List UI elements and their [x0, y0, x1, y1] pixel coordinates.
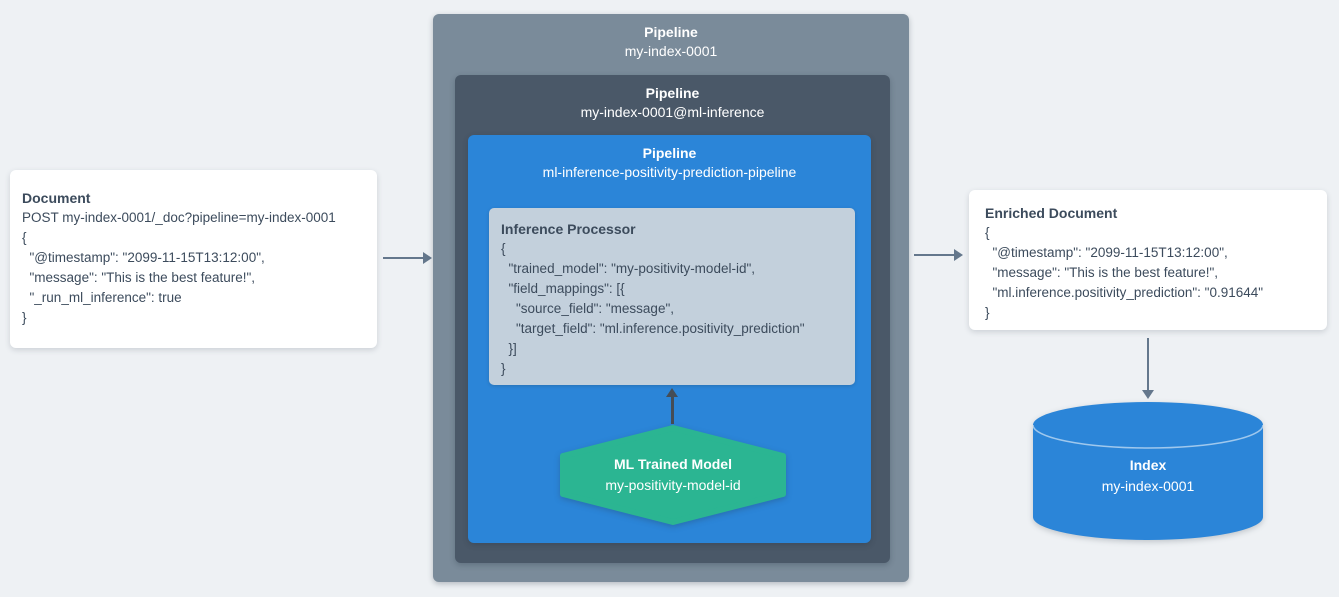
enriched-document-title: Enriched Document	[985, 205, 1118, 221]
arrow-head	[666, 388, 678, 397]
code-line: "target_field": "ml.inference.positivity…	[501, 321, 805, 336]
code-line: "_run_ml_inference": true	[22, 290, 182, 305]
arrow-shaft	[1147, 338, 1149, 390]
code-line: {	[501, 241, 506, 256]
pipeline-ml-inference-title: Pipeline	[645, 85, 700, 101]
pipeline-ml-inference-header: Pipeline my-index-0001@ml-inference	[455, 75, 890, 122]
pipeline-prediction-title: Pipeline	[642, 145, 697, 161]
arrow-shaft	[914, 254, 955, 256]
code-line: }	[22, 310, 27, 325]
document-card-title: Document	[22, 190, 91, 206]
arrow-right-icon	[383, 252, 432, 264]
pipeline-prediction-box: Pipeline ml-inference-positivity-predict…	[468, 135, 871, 543]
index-node: Index my-index-0001	[1033, 402, 1263, 540]
hexagon-icon	[560, 425, 786, 525]
pipeline-prediction-header: Pipeline ml-inference-positivity-predict…	[468, 135, 871, 182]
code-line: POST my-index-0001/_doc?pipeline=my-inde…	[22, 210, 336, 225]
code-line: }]	[501, 341, 517, 356]
document-card: Document POST my-index-0001/_doc?pipelin…	[10, 170, 377, 348]
pipeline-prediction-name: ml-inference-positivity-prediction-pipel…	[542, 164, 797, 180]
ml-trained-model-name: my-positivity-model-id	[605, 477, 741, 493]
code-line: "trained_model": "my-positivity-model-id…	[501, 261, 756, 276]
index-title: Index	[1129, 457, 1167, 473]
arrow-down-icon	[1142, 338, 1154, 399]
ml-trained-model-node: ML Trained Model my-positivity-model-id	[560, 425, 786, 525]
index-name: my-index-0001	[1101, 478, 1195, 494]
enriched-document-card: Enriched Document { "@timestamp": "2099-…	[969, 190, 1327, 330]
pipeline-outer-name: my-index-0001	[624, 43, 718, 59]
index-label: Index my-index-0001	[1033, 436, 1263, 516]
pipeline-outer-header: Pipeline my-index-0001	[433, 14, 909, 61]
inference-processor-title: Inference Processor	[501, 221, 636, 237]
arrow-shaft	[383, 257, 424, 259]
pipeline-outer-box: Pipeline my-index-0001 Pipeline my-index…	[433, 14, 909, 582]
code-line: "field_mappings": [{	[501, 281, 625, 296]
arrow-head	[423, 252, 432, 264]
code-line: "@timestamp": "2099-11-15T13:12:00",	[22, 250, 265, 265]
arrow-up-icon	[665, 388, 679, 424]
code-line: "ml.inference.positivity_prediction": "0…	[985, 285, 1264, 300]
code-line: "message": "This is the best feature!",	[985, 265, 1219, 280]
code-line: {	[22, 230, 27, 245]
code-line: "@timestamp": "2099-11-15T13:12:00",	[985, 245, 1228, 260]
code-line: {	[985, 225, 990, 240]
code-line: }	[501, 361, 506, 376]
code-line: }	[985, 305, 990, 320]
inference-processor-box: Inference Processor { "trained_model": "…	[489, 208, 855, 385]
ml-trained-model-title: ML Trained Model	[614, 456, 732, 472]
ml-trained-model-label: ML Trained Model my-positivity-model-id	[560, 425, 786, 525]
arrow-head	[1142, 390, 1154, 399]
arrow-head	[954, 249, 963, 261]
arrow-shaft	[670, 397, 674, 424]
code-line: "source_field": "message",	[501, 301, 674, 316]
code-line: "message": "This is the best feature!",	[22, 270, 256, 285]
pipeline-outer-title: Pipeline	[644, 24, 698, 40]
arrow-right-icon	[914, 249, 963, 261]
pipeline-ml-inference-name: my-index-0001@ml-inference	[580, 104, 765, 120]
pipeline-ml-inference-box: Pipeline my-index-0001@ml-inference Pipe…	[455, 75, 890, 563]
database-cylinder-icon	[1033, 402, 1263, 540]
